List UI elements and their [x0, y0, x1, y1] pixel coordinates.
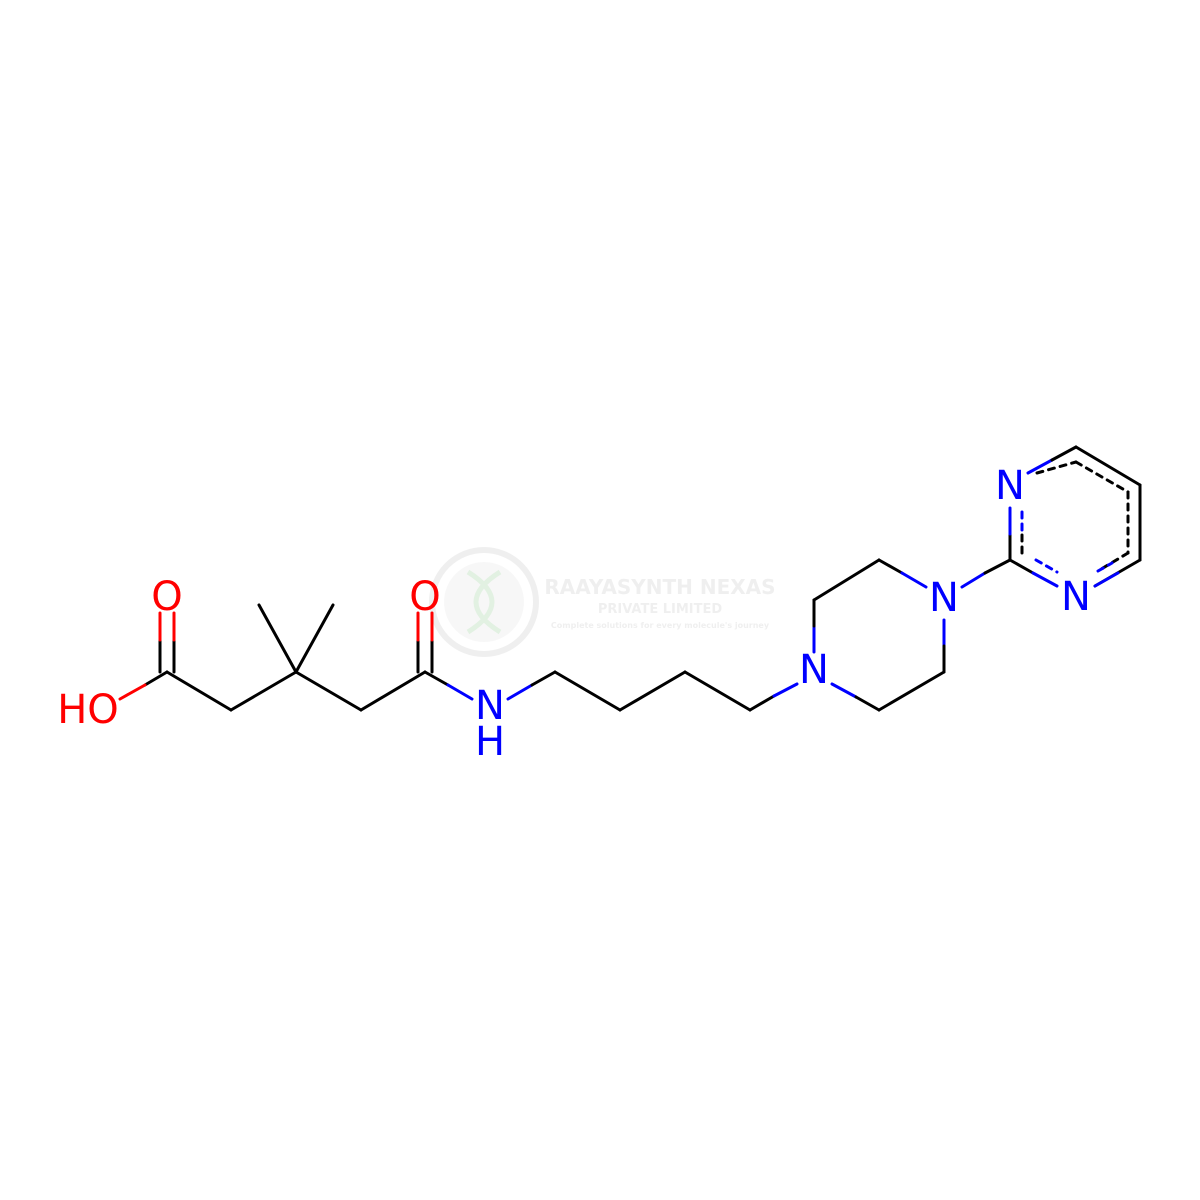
watermark: RAAYASYNTH NEXAS PRIVATE LIMITED Complet…: [429, 547, 776, 657]
bond-pyr-c4-c5: [1074, 445, 1142, 487]
watermark-company: RAAYASYNTH NEXAS: [544, 575, 775, 599]
bond-chain-1: [553, 670, 622, 712]
bond-pip-bottom-right: [877, 670, 946, 712]
atom-piperazine-n4: N: [929, 575, 959, 621]
bond-c-oh-black: [143, 670, 169, 687]
bond-pyr-n3-c4-dash-blue: [1096, 561, 1114, 573]
bond-n-chain-black: [530, 670, 557, 687]
bond-c3-methyl-a: [257, 603, 298, 674]
atom-amide-hydrogen: H: [475, 719, 505, 765]
bond-chain-2: [618, 670, 687, 712]
atom-amide-nitrogen: N: [475, 683, 505, 729]
bond-pyr-n1-c6-blue: [1026, 458, 1054, 475]
bond-c2-c3: [229, 670, 298, 712]
bond-chain-pip-blue: [772, 682, 799, 698]
bond-pyr-aromatic-1: [1074, 460, 1130, 494]
bond-c3-c4: [294, 670, 363, 712]
atom-labels: O HO O N H N N N N: [57, 463, 1091, 765]
bond-pip-n1-down-black: [854, 695, 881, 712]
bond-pip-n4-left-blue: [900, 571, 928, 589]
bond-n4-pyr-black: [983, 558, 1012, 575]
carbon-bonds: [165, 445, 1142, 712]
bond-pyr-c2-n3-blue: [1031, 571, 1059, 588]
bond-c-n-amide-blue: [446, 683, 474, 701]
bond-pip-n4-left-black: [877, 558, 904, 575]
atom-carboxyl-oxygen: O: [151, 574, 182, 620]
bond-c3-methyl-b: [294, 603, 335, 674]
bond-pyr-n1-c6-black: [1050, 445, 1078, 462]
watermark-tagline: Complete solutions for every molecule's …: [551, 621, 770, 630]
atom-hydroxyl: HO: [57, 687, 119, 733]
atom-amide-oxygen: O: [409, 574, 440, 620]
bond-pyr-c2-n3-black: [1008, 558, 1035, 575]
bond-pyr-aromatic-4: [1035, 460, 1078, 475]
bond-pip-n1-down-blue: [830, 682, 858, 699]
bond-n-chain-blue: [506, 683, 534, 701]
bond-c-oh-red: [118, 683, 147, 701]
watermark-logo-inner: [444, 562, 524, 642]
bond-pip-top-left: [812, 558, 881, 602]
watermark-logo-circle: [429, 547, 539, 657]
watermark-dna-icon: [466, 569, 502, 635]
bond-c1-c2: [165, 670, 233, 712]
hetero-bonds: [118, 445, 1120, 712]
watermark-subtitle: PRIVATE LIMITED: [598, 602, 723, 617]
atom-pyrimidine-n1: N: [995, 463, 1025, 509]
bond-n4-pyr-blue: [960, 571, 987, 589]
atom-pyrimidine-n3: N: [1061, 574, 1091, 620]
atom-piperazine-n1: N: [799, 647, 829, 693]
bond-pyr-c2-n3-dash: [1034, 558, 1059, 574]
bond-c-n-amide-black: [423, 670, 450, 687]
bond-chain-pip-black: [748, 694, 776, 712]
bond-chain-3: [683, 670, 752, 712]
bond-c4-c5: [359, 670, 427, 712]
bond-pyr-n3-c4-blue: [1093, 571, 1120, 588]
